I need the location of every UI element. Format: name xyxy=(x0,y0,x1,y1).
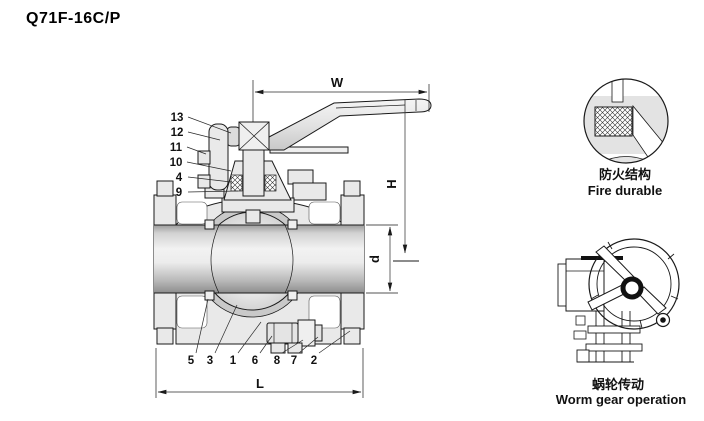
part-label-4: 4 xyxy=(176,172,183,184)
part-label-10: 10 xyxy=(170,157,183,169)
dim-label-h: H xyxy=(384,179,399,188)
bore xyxy=(154,225,364,293)
packing-hatch xyxy=(231,175,242,191)
part-label-8: 8 xyxy=(274,355,281,367)
fire-caption-zh: 防火结构 xyxy=(599,167,651,182)
dimension-w: W xyxy=(254,75,430,112)
worm-caption-en: Worm gear operation xyxy=(556,392,687,407)
part-label-7: 7 xyxy=(291,355,297,367)
fire-durable-detail: 防火结构 Fire durable xyxy=(583,78,669,198)
part-label-5: 5 xyxy=(188,355,195,367)
seat xyxy=(204,290,215,301)
body-void xyxy=(176,201,208,225)
handle-ferrule xyxy=(226,126,241,147)
packing-hatch xyxy=(265,175,276,191)
wheel-hub xyxy=(620,276,644,300)
stop-pin xyxy=(197,123,229,191)
dim-label-w: W xyxy=(331,75,344,90)
page-title: Q71F-16C/P xyxy=(26,10,121,27)
drain-plug xyxy=(266,319,323,354)
ball-edge-left xyxy=(210,224,220,294)
part-labels-left: 13 12 11 10 4 9 xyxy=(170,112,239,199)
dimension-d: d xyxy=(366,224,398,294)
lever-handle xyxy=(268,98,432,151)
part-labels-bottom: 5 3 1 6 8 7 2 xyxy=(188,298,351,367)
stem xyxy=(242,149,265,197)
graphite-seal-hatch xyxy=(594,106,633,137)
fire-caption-en: Fire durable xyxy=(588,183,662,198)
part-label-2: 2 xyxy=(311,355,317,367)
seat xyxy=(287,219,298,230)
worm-gear-detail: 蜗轮传动 Worm gear operation xyxy=(556,238,687,407)
dimension-h: H xyxy=(384,113,419,262)
worm-caption-zh: 蜗轮传动 xyxy=(592,377,644,392)
part-label-9: 9 xyxy=(176,187,182,199)
part-label-6: 6 xyxy=(252,355,258,367)
handwheel xyxy=(587,238,680,330)
stem-nut xyxy=(238,121,270,151)
seat xyxy=(287,290,298,301)
dimension-l: L xyxy=(155,348,364,398)
ball-edge-right xyxy=(284,224,294,294)
dim-label-d: d xyxy=(367,255,382,263)
main-valve-drawing xyxy=(153,80,432,354)
dim-label-l: L xyxy=(256,376,264,391)
part-label-12: 12 xyxy=(171,127,184,139)
seat xyxy=(204,219,215,230)
body-void xyxy=(308,295,341,329)
part-label-11: 11 xyxy=(170,142,183,154)
detail-circle xyxy=(583,78,669,164)
part-label-3: 3 xyxy=(207,355,213,367)
body-void xyxy=(176,295,208,329)
body-void xyxy=(308,201,341,225)
part-label-13: 13 xyxy=(171,112,184,124)
part-label-1: 1 xyxy=(230,355,237,367)
